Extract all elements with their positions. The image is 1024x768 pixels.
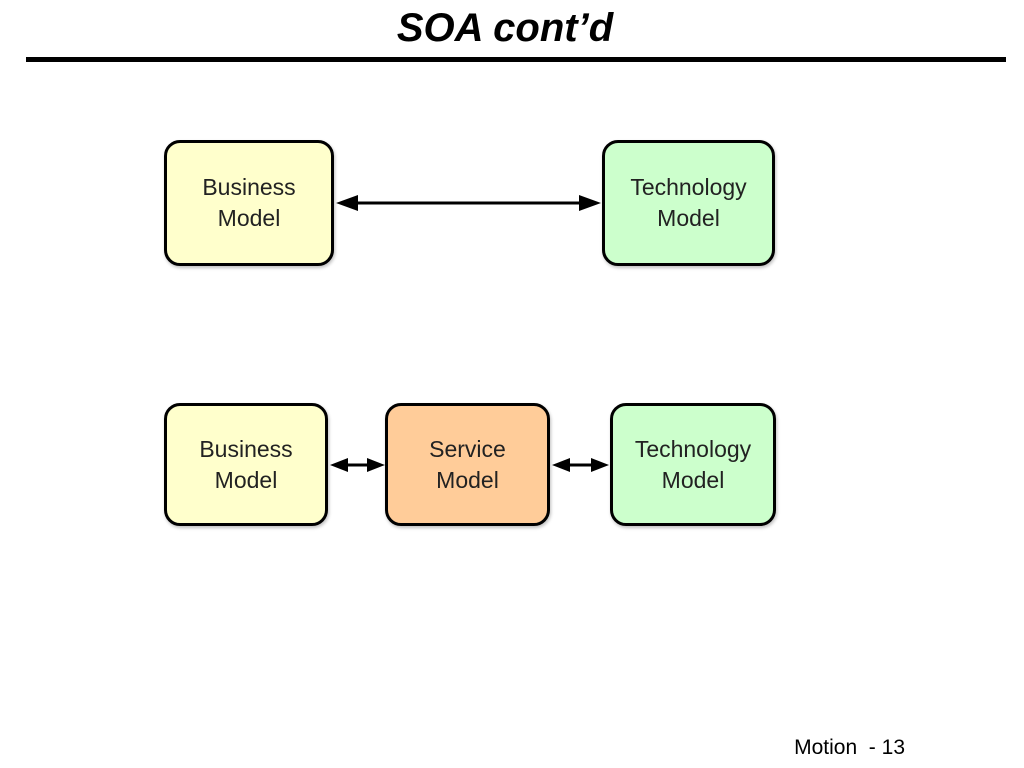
- bottom-technology-model-box: Technology Model: [610, 403, 776, 526]
- slide-footer: Motion - 13: [794, 736, 905, 759]
- bottom-service-model-label: Service Model: [429, 435, 506, 493]
- top-technology-model-label: Technology Model: [630, 174, 747, 231]
- top-business-model-box: Business Model: [164, 140, 334, 266]
- top-business-model-label: Business Model: [202, 174, 296, 231]
- bottom-business-model-label: Business Model: [199, 435, 293, 493]
- service-technology-arrow: [552, 458, 609, 472]
- top-bidirectional-arrow: [336, 195, 601, 211]
- bottom-service-model-box: Service Model: [385, 403, 550, 526]
- title-divider: [26, 57, 1006, 62]
- top-technology-model-box: Technology Model: [602, 140, 775, 266]
- bottom-technology-model-label: Technology Model: [634, 435, 752, 493]
- slide-title: SOA cont’d: [396, 6, 614, 50]
- business-service-arrow: [330, 458, 385, 472]
- bottom-business-model-box: Business Model: [164, 403, 328, 526]
